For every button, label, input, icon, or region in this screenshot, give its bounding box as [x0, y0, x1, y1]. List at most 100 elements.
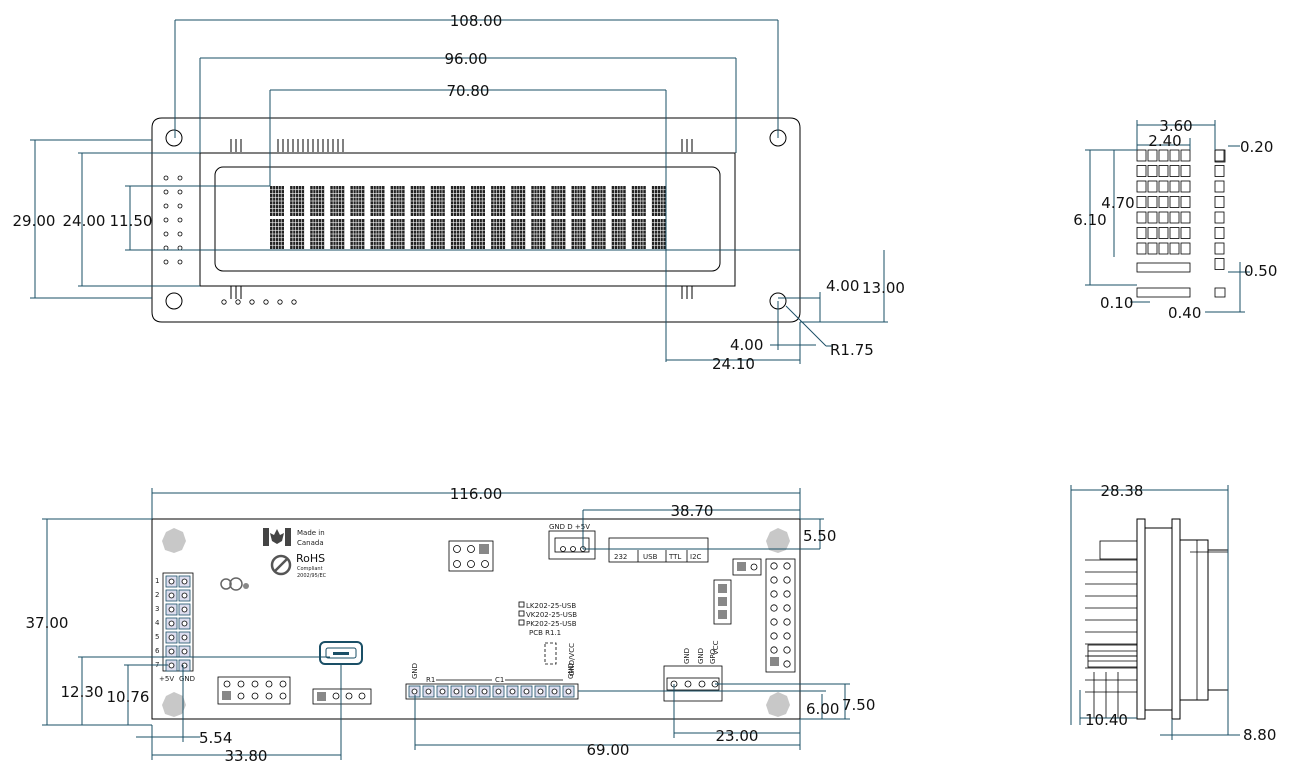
dot — [1158, 149, 1169, 162]
pin — [770, 604, 778, 612]
back-dimensions: 116.00 38.70 5.50 37.00 12.30 10.76 5.54… — [26, 485, 876, 765]
dot — [1136, 149, 1147, 162]
dot — [1214, 149, 1225, 162]
pin — [783, 646, 791, 654]
pin — [453, 560, 461, 568]
dim-pcb-width: 116.00 — [450, 485, 503, 503]
dim-dot-area-height: 4.70 — [1101, 194, 1134, 212]
dim-header-height: 10.76 — [107, 688, 150, 706]
pad — [163, 245, 169, 251]
mount-hole-bl — [165, 292, 183, 310]
pin — [783, 576, 791, 584]
dim-connector-to-top: 5.50 — [803, 527, 836, 545]
dim-viewing-area: 70.80 — [447, 82, 490, 100]
dim-dot-area-width: 2.40 — [1148, 132, 1181, 150]
pin — [453, 545, 461, 553]
header-6pin-pins — [453, 544, 489, 568]
dim-cursor-height: 0.50 — [1244, 262, 1277, 280]
dot — [1147, 227, 1158, 239]
viewing-window — [214, 166, 721, 272]
detail-right-column — [1214, 149, 1226, 163]
pin — [770, 562, 778, 570]
pin — [783, 660, 791, 668]
gnd-vcc-label: GND/VCC — [568, 643, 576, 676]
pin — [479, 544, 489, 554]
dot — [1214, 196, 1225, 208]
row-label-3: 3 — [155, 605, 159, 613]
dot — [1169, 165, 1180, 177]
row-label-4: 4 — [155, 619, 160, 627]
conn-label: GND D +5V — [549, 523, 590, 531]
dot — [1147, 211, 1158, 224]
pad — [163, 217, 169, 223]
model-pk: PK202-25-USB — [526, 620, 577, 628]
pin — [770, 576, 778, 584]
dim-char-height: 6.10 — [1073, 211, 1106, 229]
pad — [177, 259, 183, 265]
top-view — [151, 117, 801, 323]
pin — [770, 618, 778, 626]
dim-overall-height: 29.00 — [13, 212, 56, 230]
pcb-revision: PCB R1.1 — [529, 629, 561, 637]
pin — [770, 646, 778, 654]
row-label-1: 1 — [155, 577, 159, 585]
dot — [1136, 242, 1147, 255]
pwr-gnd2: GND — [697, 648, 705, 664]
pad — [163, 189, 169, 195]
dot — [1136, 196, 1147, 208]
keypad-header — [162, 572, 194, 672]
dot — [1214, 242, 1225, 255]
proto-232: 232 — [614, 553, 627, 561]
model-vk: VK202-25-USB — [526, 611, 577, 619]
dot — [1158, 242, 1169, 255]
header-16pin — [765, 558, 796, 673]
pin — [783, 632, 791, 640]
bus-r1: R1 — [426, 676, 435, 684]
proto-i2c: I2C — [690, 553, 702, 561]
pad — [177, 175, 183, 181]
dot — [1169, 180, 1180, 193]
dot — [1147, 149, 1158, 162]
bus-c1: C1 — [495, 676, 504, 684]
dim-usb-height: 12.30 — [61, 683, 104, 701]
pad — [249, 299, 255, 305]
rohs-label: RoHS — [296, 552, 325, 565]
pwr-vcc: VCC — [712, 640, 720, 655]
pad — [177, 203, 183, 209]
bus-gnd-left: GND — [411, 663, 419, 679]
mount-pad-tl — [162, 528, 186, 553]
dim-dot-gap: 0.20 — [1240, 138, 1273, 156]
dim-cursor-gap: 0.10 — [1100, 294, 1133, 312]
header-6pin — [448, 540, 494, 572]
dot — [1180, 242, 1191, 255]
dot — [1180, 227, 1191, 239]
dot — [1180, 149, 1191, 162]
pin — [237, 692, 245, 700]
dim-pin-length: 10.40 — [1085, 711, 1128, 729]
character-grid — [270, 186, 666, 249]
dim-bezel-height: 24.00 — [63, 212, 106, 230]
dim-header-offset: 5.54 — [199, 729, 232, 747]
dim-power-height-a: 6.00 — [806, 700, 839, 718]
dim-dot-pitch: 0.40 — [1168, 304, 1201, 322]
dim-overall-width: 108.00 — [450, 12, 503, 30]
side-view — [1085, 518, 1229, 720]
pin — [783, 604, 791, 612]
dot — [1214, 165, 1225, 177]
pcb-outline — [151, 518, 801, 720]
header-gnd-label: GND — [179, 675, 195, 683]
dim-power-height-b: 7.50 — [842, 696, 875, 714]
dot-matrix-detail — [1136, 149, 1225, 270]
pin — [770, 632, 778, 640]
compliant-label: Compliant — [297, 566, 323, 572]
pin — [222, 691, 231, 700]
dot — [1169, 149, 1180, 162]
pin — [237, 680, 245, 688]
dim-connector-offset: 38.70 — [671, 502, 714, 520]
dim-power-offset: 23.00 — [716, 727, 759, 745]
pin-marks — [163, 139, 693, 305]
row-label-6: 6 — [155, 647, 160, 655]
pwr-gpo: GPO — [709, 648, 717, 664]
pad — [163, 259, 169, 265]
